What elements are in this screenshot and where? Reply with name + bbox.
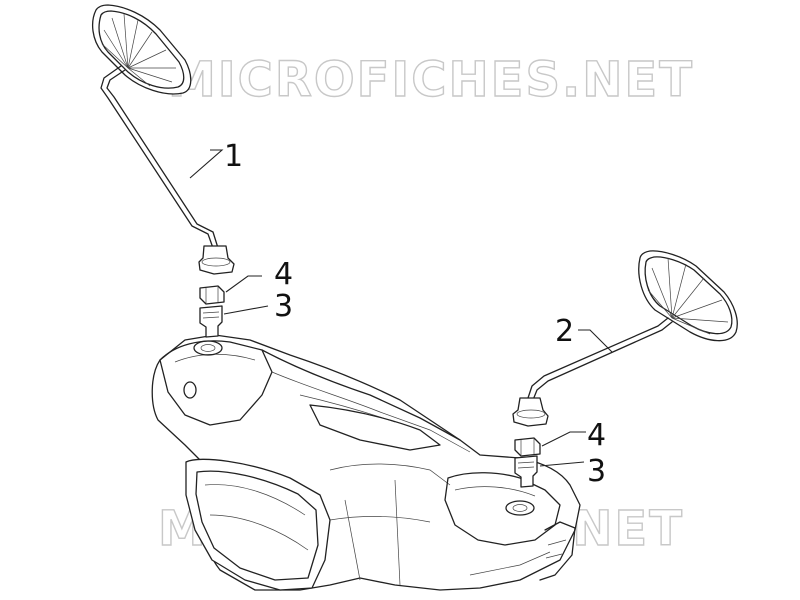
callout-1: 1: [224, 139, 243, 174]
callout-3-left: 3: [274, 289, 293, 324]
right-nut: [514, 437, 541, 457]
callout-3-right: 3: [587, 454, 606, 489]
right-adapter: [514, 455, 538, 488]
right-mirror: [512, 250, 738, 427]
callout-4-right: 4: [587, 418, 606, 453]
leader-lines: [189, 149, 613, 467]
handlebar-cover: [151, 334, 581, 591]
left-nut: [199, 285, 225, 305]
left-mirror: [91, 4, 235, 275]
callout-2: 2: [555, 314, 574, 349]
left-adapter: [199, 305, 223, 338]
watermark-top: MICROFICHES.NET: [168, 52, 694, 108]
callout-4-left: 4: [274, 257, 293, 292]
